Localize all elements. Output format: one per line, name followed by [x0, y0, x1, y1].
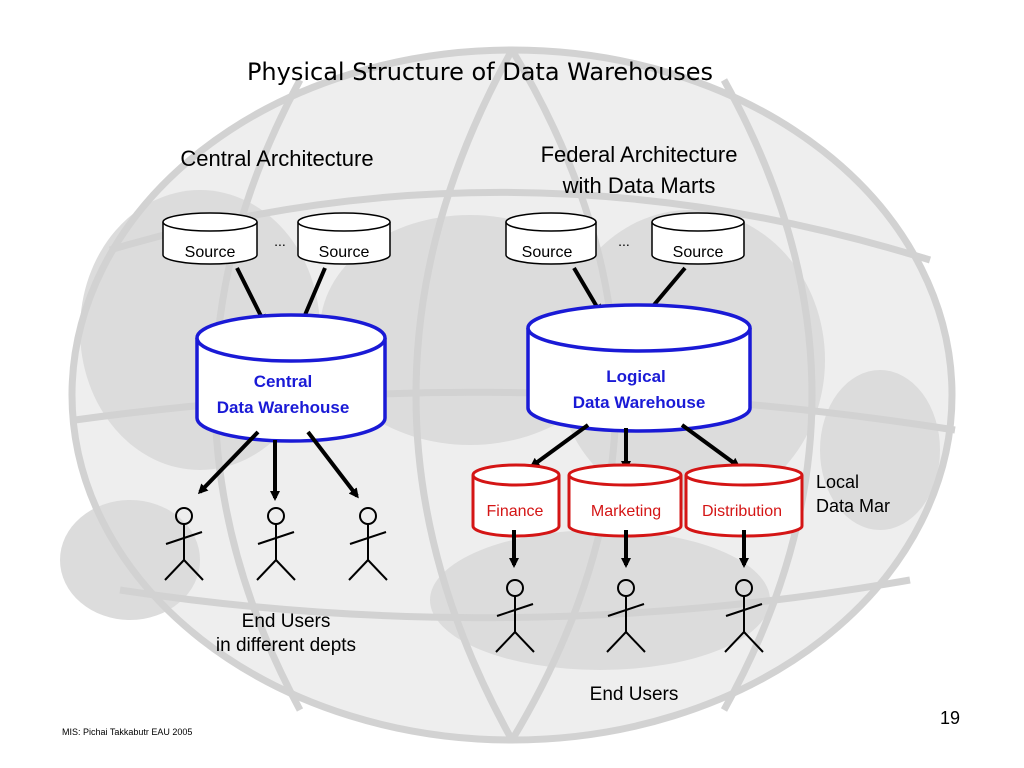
local-data-marts-label-line2: Data Mar — [816, 496, 890, 516]
federal-user-icon-1 — [495, 579, 535, 653]
central-users-label-line1: End Users — [242, 611, 331, 632]
data-mart-distribution: Distribution — [684, 463, 804, 538]
federal-user-icon-2 — [606, 579, 646, 653]
central-user-icon-1 — [164, 507, 204, 581]
central-source-db-1: Source — [162, 212, 258, 265]
data-mart-marketing-label: Marketing — [591, 503, 661, 520]
data-mart-distribution-label: Distribution — [702, 503, 782, 520]
federal-source-db-2: Source — [651, 212, 745, 265]
federal-arrow-source1-warehouse — [572, 266, 602, 315]
central-architecture: Central Architecture Source ... Source C… — [162, 146, 391, 656]
federal-user-icon-3 — [724, 579, 764, 653]
central-source-ellipsis: ... — [274, 233, 286, 249]
data-mart-finance: Finance — [471, 463, 561, 538]
federal-source-label-1: Source — [522, 244, 573, 261]
footer-credit: MIS: Pichai Takkabutr EAU 2005 — [62, 727, 192, 737]
central-warehouse-label-line2: Data Warehouse — [217, 398, 350, 417]
federal-architecture: Federal Architecture with Data Marts Sou… — [471, 142, 890, 705]
federal-heading-line2: with Data Marts — [562, 173, 716, 198]
federal-source-ellipsis: ... — [618, 233, 630, 249]
central-source-label-1: Source — [185, 244, 236, 261]
logical-warehouse-label-line2: Data Warehouse — [573, 393, 706, 412]
federal-heading-line1: Federal Architecture — [541, 142, 738, 167]
federal-arrow-warehouse-distribution — [680, 423, 741, 468]
slide-title: Physical Structure of Data Warehouses — [247, 58, 713, 86]
central-heading: Central Architecture — [180, 146, 373, 171]
central-arrow-warehouse-user3 — [306, 430, 359, 499]
logical-warehouse-db: Logical Data Warehouse — [526, 303, 752, 433]
local-data-marts-label-line1: Local — [816, 472, 859, 492]
federal-arrow-warehouse-finance — [529, 423, 590, 468]
logical-warehouse-label-line1: Logical — [606, 367, 666, 386]
federal-source-label-2: Source — [673, 244, 724, 261]
central-source-db-2: Source — [297, 212, 391, 265]
page-number: 19 — [940, 708, 960, 728]
central-source-label-2: Source — [319, 244, 370, 261]
central-warehouse-label-line1: Central — [254, 372, 313, 391]
central-arrow-source2-warehouse — [300, 267, 327, 325]
federal-users-label: End Users — [590, 684, 679, 705]
federal-source-db-1: Source — [505, 212, 597, 265]
data-mart-marketing: Marketing — [567, 463, 683, 538]
central-warehouse-db: Central Data Warehouse — [195, 313, 387, 443]
central-users-label-line2: in different depts — [216, 635, 356, 656]
central-arrow-warehouse-user1 — [197, 430, 260, 495]
central-arrow-source1-warehouse — [235, 267, 266, 325]
central-user-icon-3 — [348, 507, 388, 581]
data-mart-finance-label: Finance — [487, 503, 544, 520]
central-user-icon-2 — [256, 507, 296, 581]
